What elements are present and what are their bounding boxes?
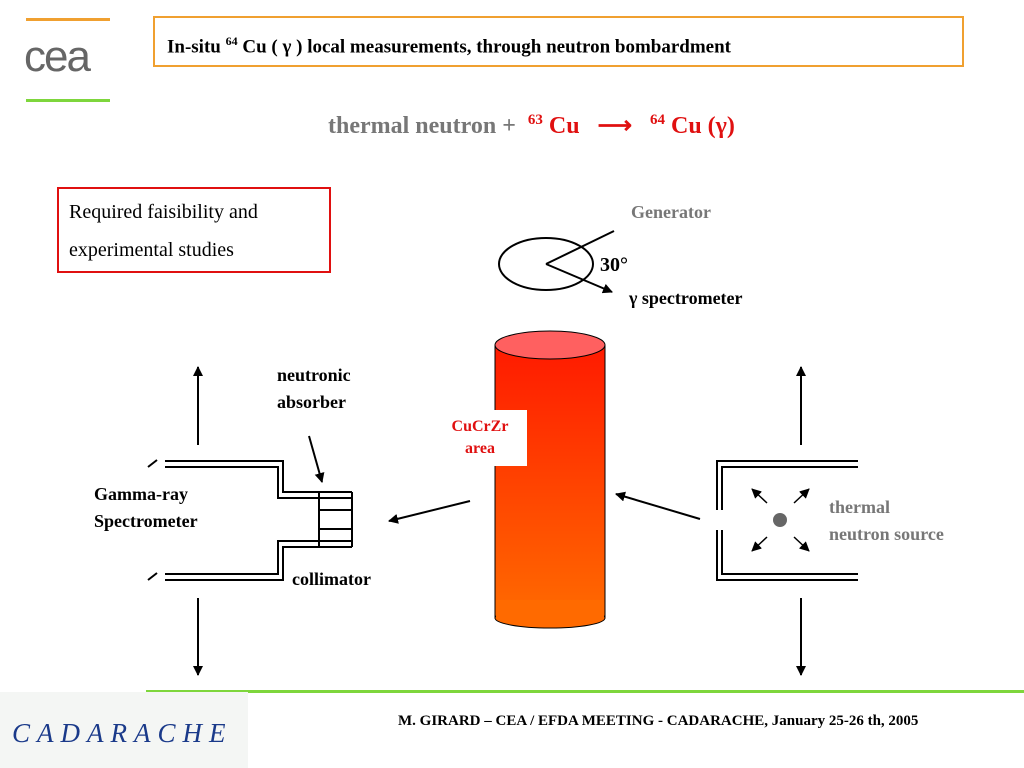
gamma-label: (γ): [707, 113, 735, 139]
required-studies-box: Required faisibility and experimental st…: [57, 187, 331, 273]
neutron-source-dot: [773, 513, 787, 527]
slide-title: In-situ 64 Cu ( γ ) local measurements, …: [153, 16, 964, 67]
cadarache-logo: CADARACHE: [12, 718, 233, 748]
generator-ellipse: [498, 237, 594, 291]
cucrzr-label-1: CuCrZr: [451, 418, 509, 435]
collimator-structure: [147, 459, 353, 581]
cea-logo: cea: [24, 32, 91, 81]
spectrometer-arrow: [545, 263, 613, 294]
equation-part1: thermal neutron +: [328, 113, 516, 139]
footer-text: M. GIRARD – CEA / EFDA MEETING - CADARAC…: [398, 713, 919, 729]
iso1: Cu: [548, 113, 580, 139]
absorber-label-1: neutronic: [277, 365, 351, 385]
footer-divider: [146, 690, 1024, 693]
absorber-label-2: absorber: [277, 392, 346, 412]
cucrzr-label: CuCrZr area: [433, 410, 527, 466]
absorber-pointer: [308, 435, 325, 483]
gamma-to-collimator-arrow: [388, 500, 471, 524]
generator-label: Generator: [631, 202, 711, 222]
neutron-source-structure: [716, 460, 858, 581]
cucrzr-cylinder: [494, 330, 606, 629]
collimator-label: collimator: [292, 569, 371, 589]
cucrzr-label-2: area: [465, 440, 495, 457]
isotope-64cu: 64 Cu (γ): [649, 112, 735, 139]
reaction-arrow: ⟶: [597, 113, 632, 139]
title-post: Cu ( γ ) local measurements, through neu…: [237, 36, 732, 58]
title-pre: In-situ: [167, 36, 226, 58]
isotope-63cu: 63 Cu: [522, 112, 580, 139]
angle-label: 30°: [600, 254, 628, 276]
source-label-2: neutron source: [829, 524, 944, 544]
source-to-cylinder-arrow: [615, 491, 701, 520]
cadarache-logo-panel: [0, 692, 248, 768]
source-label-1: thermal: [829, 497, 890, 517]
spectrometer-label: γ spectrometer: [629, 288, 743, 308]
gamma-ray-label-2: Spectrometer: [94, 511, 198, 531]
logo-bottom-line: [26, 99, 110, 102]
logo-top-line: [26, 18, 110, 21]
title-sup: 64: [225, 34, 238, 48]
iso2: Cu: [670, 113, 702, 139]
reaction-equation: thermal neutron + 63 Cu ⟶ 64 Cu (γ): [328, 111, 735, 140]
generator-line: [545, 230, 615, 265]
iso1-sup: 63: [527, 112, 543, 128]
iso2-sup: 64: [649, 112, 665, 128]
gamma-ray-label-1: Gamma-ray: [94, 484, 188, 504]
